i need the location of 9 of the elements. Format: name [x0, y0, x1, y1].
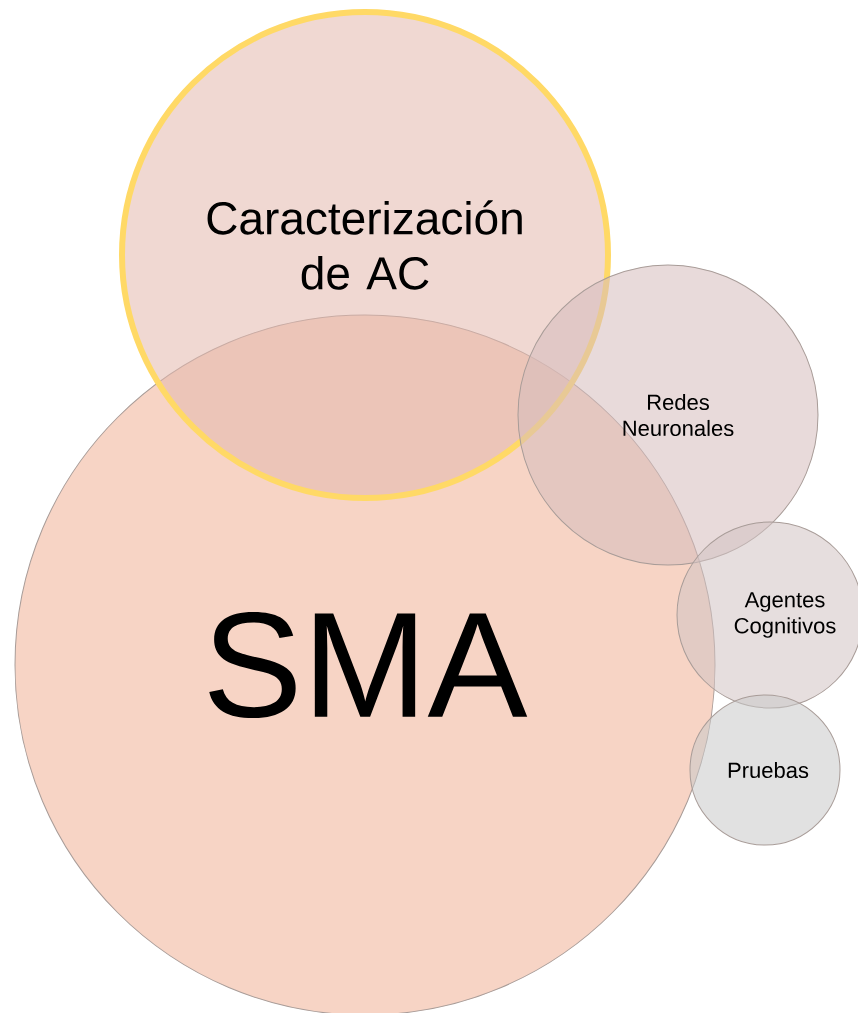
circle-label: Caracterización de AC: [207, 200, 522, 290]
circle: [517, 264, 819, 566]
circle-label: SMA: [209, 611, 528, 719]
circle: [689, 694, 841, 846]
circle-label: Pruebas: [728, 761, 809, 779]
circle-label: Agentes Cognitivos: [734, 592, 836, 638]
circle: [119, 9, 611, 501]
circle-label: Redes Neuronales: [623, 393, 734, 437]
circle: [676, 521, 858, 709]
